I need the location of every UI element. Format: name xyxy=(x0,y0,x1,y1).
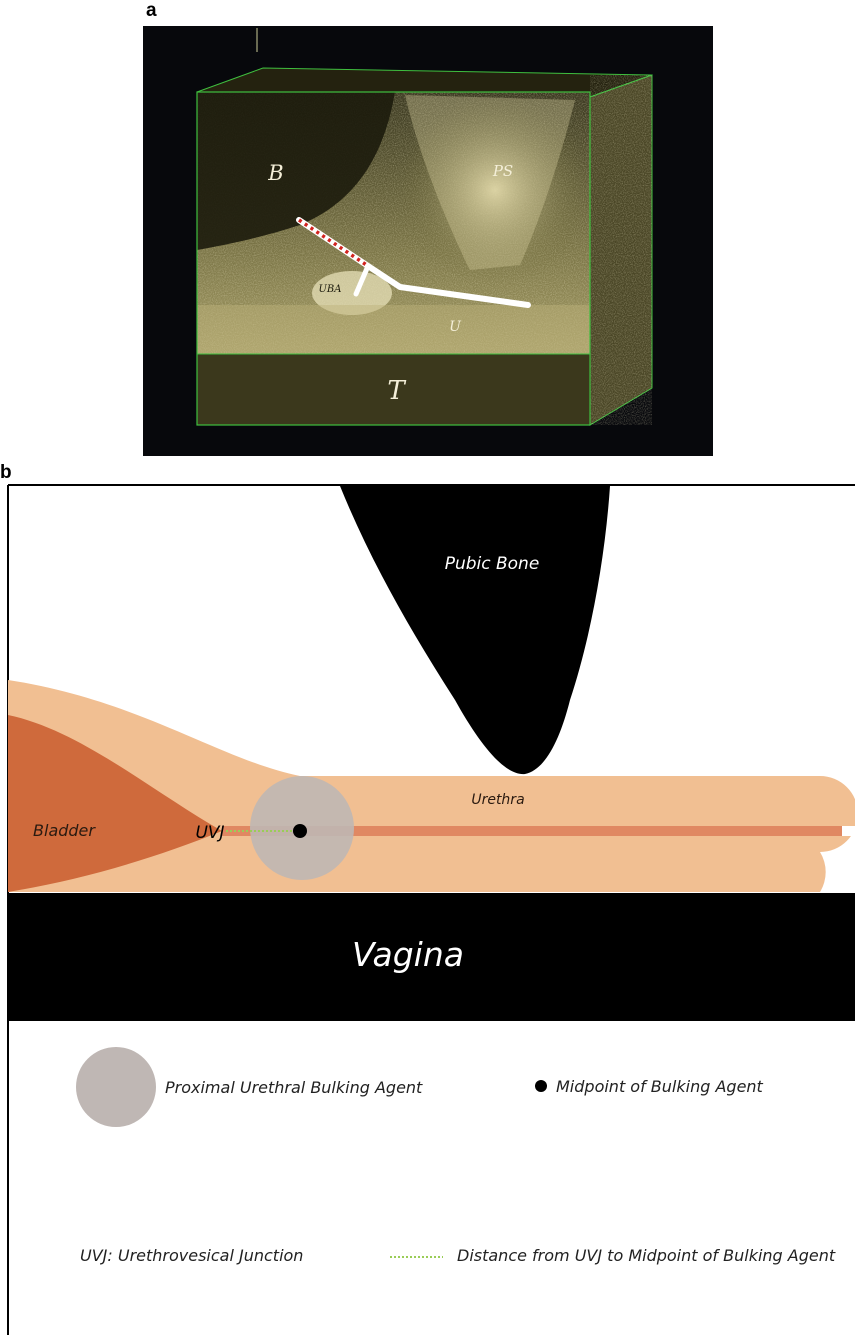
legend: Proximal Urethral Bulking Agent Midpoint… xyxy=(76,1047,836,1265)
label-uvj: UVJ xyxy=(195,823,224,843)
urethra-end-notch xyxy=(842,826,855,836)
legend-midpoint-label: Midpoint of Bulking Agent xyxy=(556,1077,764,1096)
label-vagina: Vagina xyxy=(352,935,464,974)
schematic-panel: Pubic Bone Urethra Bladder UVJ Vagina Pr… xyxy=(8,485,855,1335)
label-pubic-bone: Pubic Bone xyxy=(445,554,540,574)
label-t: T xyxy=(387,376,406,406)
pubic-bone-shape xyxy=(340,486,610,774)
legend-distance-label: Distance from UVJ to Midpoint of Bulking… xyxy=(457,1246,836,1265)
urethra-echo-band xyxy=(197,305,590,355)
legend-uvj-definition: UVJ: Urethrovesical Junction xyxy=(80,1246,303,1265)
side-speckle xyxy=(590,75,652,425)
label-bladder: Bladder xyxy=(33,821,96,840)
label-ps: PS xyxy=(492,162,513,180)
bulking-midpoint-dot xyxy=(293,824,307,838)
legend-bulking-agent-swatch xyxy=(76,1047,156,1127)
label-u: U xyxy=(449,319,462,335)
label-uba: UBA xyxy=(319,284,342,295)
label-bladder-b: B xyxy=(267,161,283,185)
legend-bulking-agent-label: Proximal Urethral Bulking Agent xyxy=(165,1078,423,1097)
ultrasound-panel: B PS UBA U T xyxy=(143,26,713,456)
label-urethra: Urethra xyxy=(471,792,524,808)
legend-midpoint-swatch xyxy=(535,1080,547,1092)
